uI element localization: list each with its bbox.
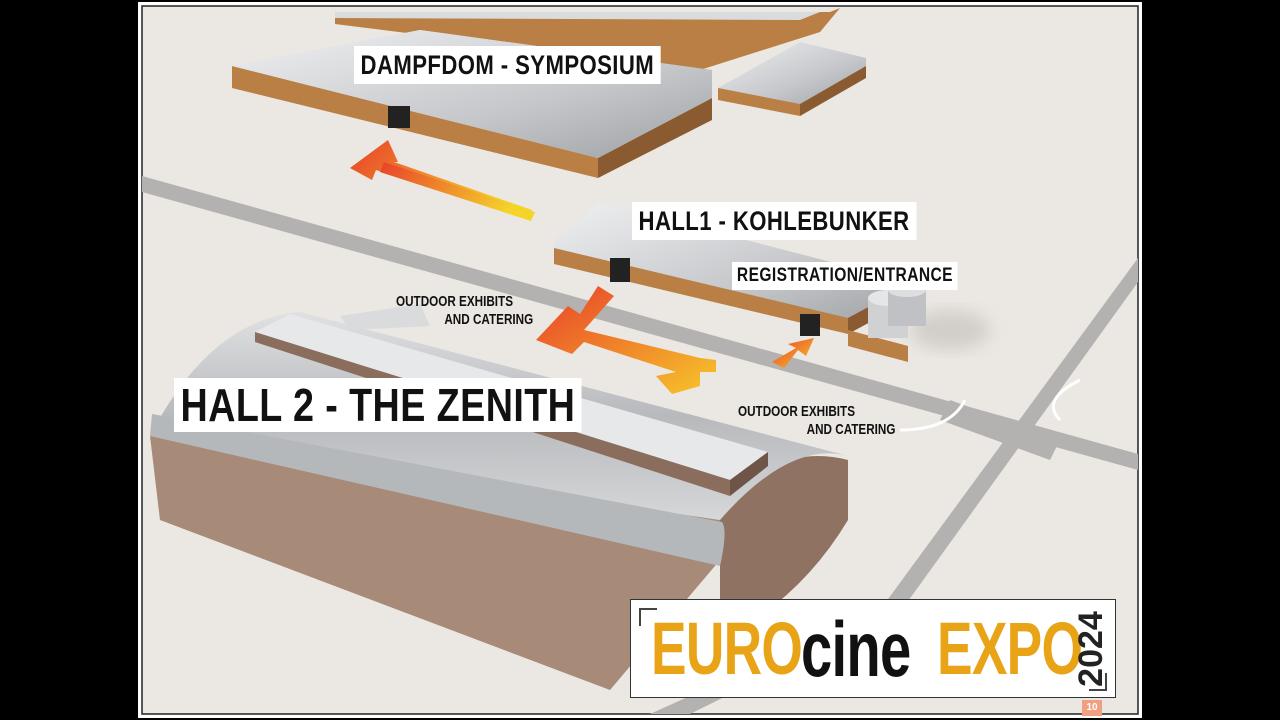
watermark-badge: 10: [1082, 700, 1102, 716]
logo-word-expo: EXPO: [937, 607, 1083, 690]
road-crossing: [940, 400, 1060, 460]
logo-year: 2024: [1072, 611, 1110, 687]
logo-corner-top-left: [639, 608, 657, 626]
registration-label: REGISTRATION/ENTRANCE: [732, 262, 958, 290]
logo-word-euro: EURO: [651, 607, 803, 690]
arrow-junction: [536, 286, 716, 394]
hall1-label: HALL1 - KOHLEBUNKER: [632, 202, 917, 240]
registration-entrance: [800, 314, 820, 336]
arrow-registration: [772, 338, 814, 368]
road-curbs: [899, 378, 1081, 432]
silo-tanks: [868, 283, 990, 350]
logo-year-text: 2024: [1072, 611, 1110, 687]
logo-corner-bottom-right: [1089, 673, 1107, 691]
road-diagonal: [858, 258, 1138, 640]
road-main: [142, 176, 1138, 470]
dampfdom-entrance: [388, 106, 410, 128]
dampfdom-label: DAMPFDOM - SYMPOSIUM: [354, 46, 661, 84]
hall1-entrance: [610, 258, 630, 282]
arrow-to-dampfdom: [350, 140, 535, 221]
outdoor-note-right: OUTDOOR EXHIBITS AND CATERING: [738, 403, 896, 438]
hall2-label: HALL 2 - THE ZENITH: [174, 378, 582, 432]
logo-word-cine: cine: [801, 605, 911, 693]
eurocineexpo-logo: EURO cine EXPO 2024: [630, 599, 1116, 698]
outdoor-note-left: OUTDOOR EXHIBITS AND CATERING: [396, 293, 534, 328]
